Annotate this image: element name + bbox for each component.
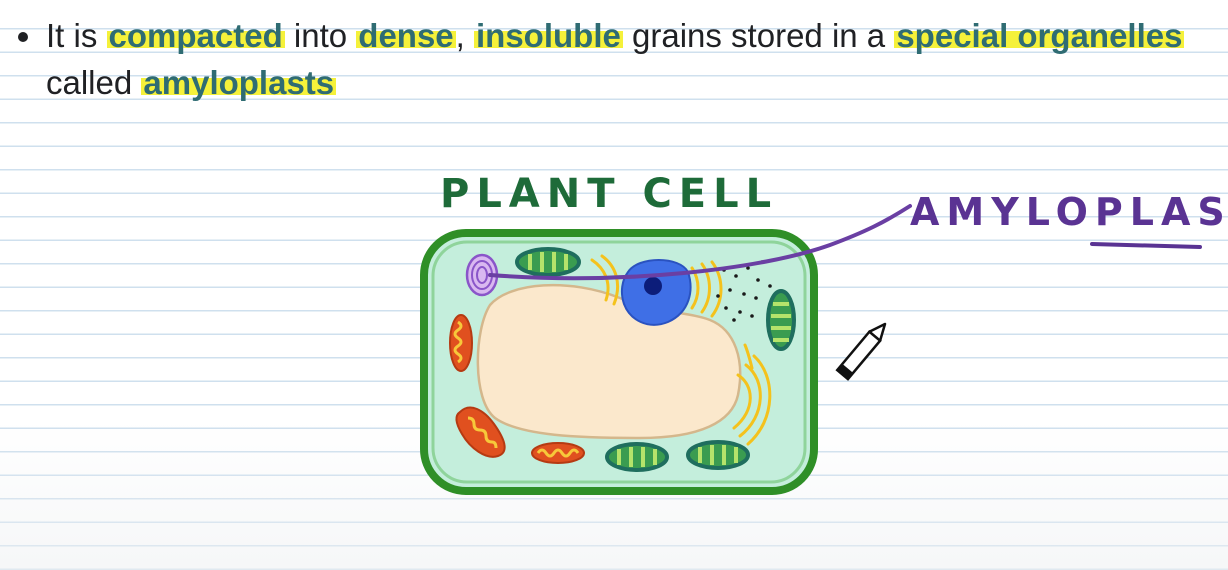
bullet-marker [18,32,28,42]
pointer-label: AMYLOPLAST [910,190,1228,234]
keyword-compacted: compacted [106,17,285,54]
diagram-title: PLANT CELL [440,171,778,217]
chloroplast [686,440,750,470]
mitochondrion [449,314,473,372]
mitochondrion [455,406,506,458]
mitochondrion [531,442,585,464]
bullet-point: It is compacted into dense, insoluble gr… [14,12,1194,106]
label-underline [1090,242,1202,249]
cell-membrane [431,240,807,484]
bullet-text: It is compacted into dense, insoluble gr… [46,12,1194,106]
keyword-amyloplasts: amyloplasts [141,64,337,101]
keyword-special-organelles: special organelles [894,17,1185,54]
text-segment: It is [46,17,107,54]
text-segment: called [46,64,142,101]
text-segment: grains stored in a [622,17,895,54]
keyword-dense: dense [356,17,456,54]
endoplasmic-reticulum [590,254,772,446]
text-segment: , [455,17,474,54]
pen-cursor-icon [835,322,887,381]
nucleolus [644,277,662,295]
text-segment: into [284,17,357,54]
pointer-line [488,204,912,281]
keyword-insoluble: insoluble [474,17,623,54]
chloroplast [766,289,796,351]
chloroplast [515,247,581,277]
chloroplast [605,442,669,472]
